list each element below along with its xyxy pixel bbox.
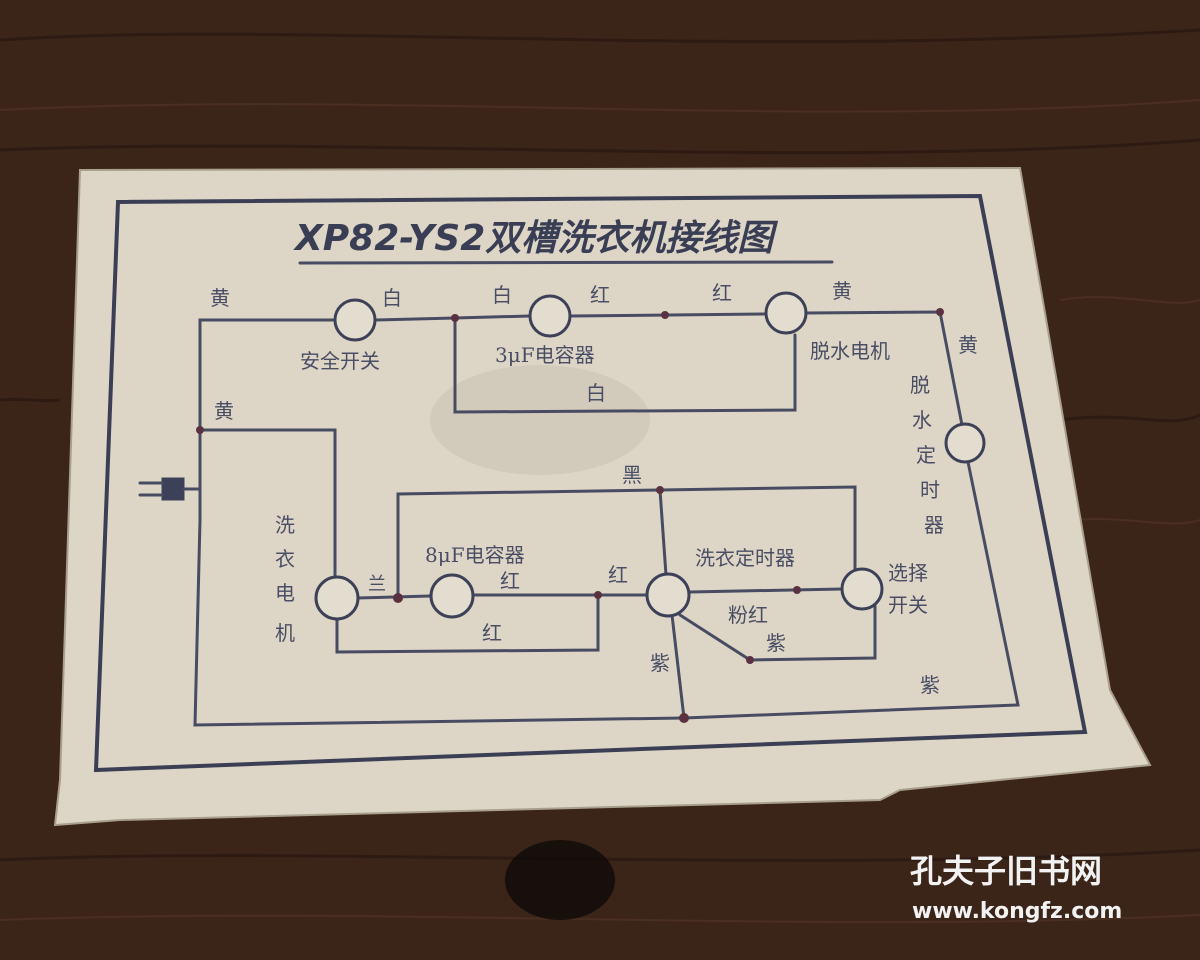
- wire-label-purple: 紫: [920, 673, 940, 697]
- wire-label-white: 白: [492, 283, 512, 307]
- wire-label-red: 红: [482, 621, 502, 645]
- svg-text:时: 时: [920, 478, 940, 502]
- wire-label-yellow: 黄: [210, 286, 230, 310]
- wire-label-yellow: 黄: [832, 279, 852, 303]
- wiring: [193, 310, 1020, 727]
- wire-label-powder-red: 粉红: [728, 603, 768, 627]
- watermark: 孔夫子旧书网 www.kongfz.com: [910, 852, 1122, 924]
- spin-motor-symbol: [764, 291, 808, 335]
- svg-text:器: 器: [924, 513, 944, 537]
- capacitor-8uf-symbol: [429, 573, 475, 619]
- svg-text:定: 定: [916, 443, 936, 467]
- svg-text:水: 水: [912, 408, 932, 432]
- wire-color-labels: 黄 白 白 红 红 黄 黄 白 黄 黑 兰 红 红 红 粉红 紫 紫 紫: [210, 279, 978, 697]
- paper-card: [53, 166, 1152, 827]
- wire-label-white: 白: [382, 286, 402, 310]
- wire-label-red: 红: [712, 281, 732, 305]
- diagram-title: XP82-YS2双槽洗衣机接线图: [293, 218, 778, 259]
- svg-text:脱: 脱: [910, 373, 930, 397]
- wire-label-purple: 紫: [766, 631, 786, 655]
- wire-label-yellow: 黄: [958, 333, 978, 357]
- svg-text:衣: 衣: [275, 547, 295, 571]
- svg-text:电: 电: [275, 581, 295, 605]
- select-switch-label: 选择 开关: [888, 561, 928, 617]
- watermark-url: www.kongfz.com: [912, 899, 1122, 924]
- svg-text:开关: 开关: [888, 593, 928, 617]
- capacitor-8uf-label: 8μF电容器: [425, 543, 525, 567]
- safety-switch-label: 安全开关: [300, 349, 380, 373]
- select-switch-symbol: [840, 567, 884, 611]
- title-underline: [298, 260, 834, 265]
- safety-switch-symbol: [333, 298, 377, 342]
- junction-nodes: [196, 308, 944, 723]
- wire-label-red: 红: [590, 283, 610, 307]
- wire-label-blue: 兰: [368, 574, 386, 595]
- power-plug-icon: [138, 477, 202, 501]
- spin-timer-label: 脱 水 定 时 器: [910, 373, 944, 537]
- wash-timer-symbol: [645, 572, 691, 618]
- spin-timer-symbol: [944, 422, 986, 464]
- wash-motor-label: 洗 衣 电 机: [275, 513, 295, 645]
- svg-text:洗: 洗: [275, 513, 295, 537]
- outer-frame: [93, 193, 1088, 773]
- wire-label-red: 红: [500, 569, 520, 593]
- watermark-name: 孔夫子旧书网: [910, 852, 1102, 890]
- wire-label-white: 白: [586, 381, 606, 405]
- wire-label-red: 红: [608, 563, 628, 587]
- wire-label-black: 黑: [622, 463, 642, 487]
- spin-motor-label: 脱水电机: [810, 339, 890, 363]
- svg-text:机: 机: [275, 621, 295, 645]
- wash-motor-symbol: [314, 575, 360, 621]
- capacitor-3uf-label: 3μF电容器: [495, 343, 595, 367]
- wire-label-purple: 紫: [650, 651, 670, 675]
- wire-label-yellow: 黄: [214, 399, 234, 423]
- svg-text:选择: 选择: [888, 561, 928, 585]
- capacitor-3uf-symbol: [528, 294, 572, 338]
- paper-stain: [430, 365, 650, 475]
- wash-timer-label: 洗衣定时器: [695, 546, 795, 570]
